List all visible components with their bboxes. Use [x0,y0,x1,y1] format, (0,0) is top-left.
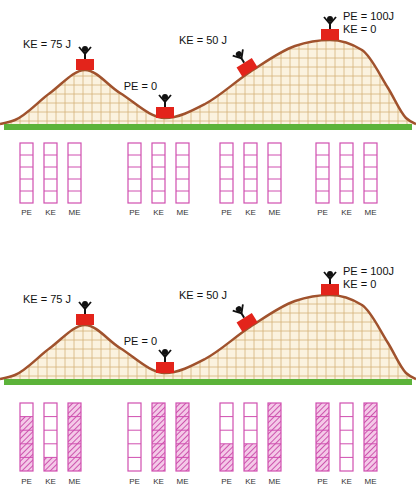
energy-bar [128,403,141,471]
energy-bar [268,403,281,471]
track-support [0,295,416,380]
energy-bar [316,143,329,203]
bar-axis-label: PE [129,477,140,486]
energy-bar [152,143,165,203]
energy-value-label: KE = 75 J [22,38,72,51]
energy-bar [220,143,233,203]
bar-axis-label: PE [129,208,140,217]
energy-bar [128,143,141,203]
bar-axis-label: ME [69,477,81,486]
bar-axis-label: ME [177,208,189,217]
energy-bar [364,143,377,203]
energy-value-label: KE = 0 [342,278,377,291]
energy-bar [44,403,57,471]
coaster-car [156,94,174,118]
bar-axis-label: ME [365,477,377,486]
bar-axis-label: KE [153,208,164,217]
ground [4,379,412,385]
energy-bar [176,143,189,203]
track-lattice [0,255,416,380]
bar-axis-label: KE [153,477,164,486]
coaster-car [321,16,339,40]
bar-axis-label: ME [69,208,81,217]
energy-bar [176,403,189,471]
track-support [0,40,416,125]
energy-value-label: KE = 0 [342,23,377,36]
bar-axis-label: PE [21,477,32,486]
bar-axis-label: PE [317,477,328,486]
energy-value-label: PE = 0 [123,335,158,348]
bar-axis-label: PE [221,208,232,217]
energy-bar [68,403,81,471]
energy-bar [268,143,281,203]
coaster-car [76,46,94,70]
bar-axis-label: KE [341,477,352,486]
energy-bar [20,143,33,203]
energy-bar [20,403,33,471]
bar-axis-label: KE [245,477,256,486]
energy-value-label: KE = 50 J [178,34,228,47]
energy-bar [152,403,165,471]
energy-bar [244,403,257,471]
energy-value-label: KE = 75 J [22,293,72,306]
bar-axis-label: ME [177,477,189,486]
bar-axis-label: ME [269,208,281,217]
energy-bar [68,143,81,203]
bar-axis-label: ME [365,208,377,217]
coaster-car [321,271,339,295]
coaster-track [0,40,416,124]
bar-axis-label: KE [45,208,56,217]
bar-axis-label: PE [221,477,232,486]
coaster-car [230,47,258,77]
energy-bar [316,403,329,471]
energy-bar [340,143,353,203]
ground [4,124,412,130]
coaster-panel [0,0,416,203]
coaster-car [156,349,174,373]
bar-axis-label: KE [341,208,352,217]
energy-bar [364,403,377,471]
energy-bar [44,143,57,203]
energy-value-label: PE = 0 [123,80,158,93]
bar-axis-label: KE [45,477,56,486]
bar-axis-label: PE [21,208,32,217]
track-lattice [0,0,416,125]
coaster-car [76,301,94,325]
energy-bar [244,143,257,203]
energy-bar [340,403,353,471]
coaster-track [0,295,416,379]
coaster-panel [0,255,416,471]
bar-axis-label: ME [269,477,281,486]
coaster-car [230,302,258,332]
energy-bar [220,403,233,471]
bar-axis-label: PE [317,208,328,217]
energy-value-label: PE = 100J [342,10,395,23]
bar-axis-label: KE [245,208,256,217]
energy-value-label: PE = 100J [342,265,395,278]
energy-value-label: KE = 50 J [178,289,228,302]
